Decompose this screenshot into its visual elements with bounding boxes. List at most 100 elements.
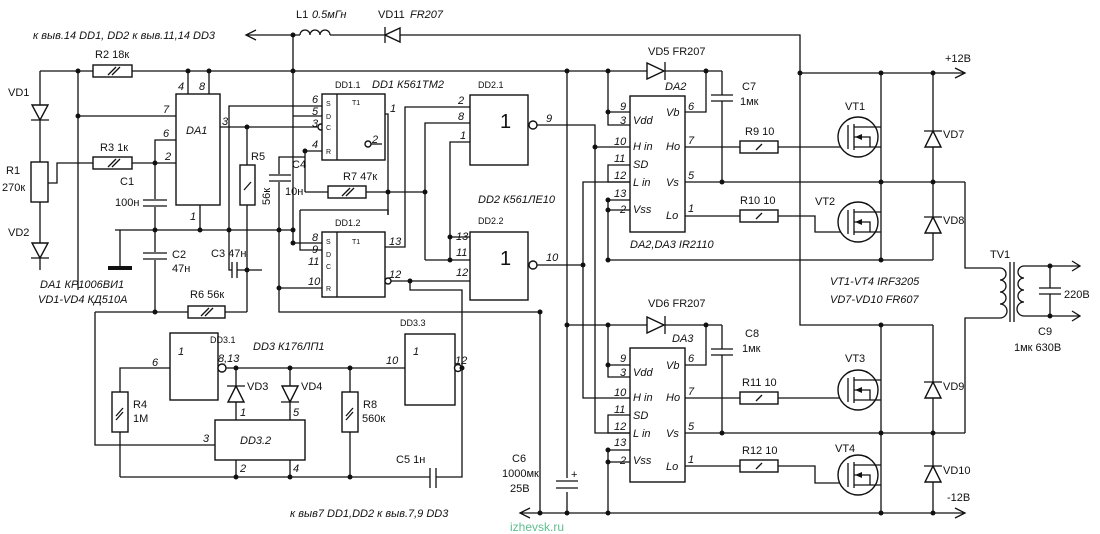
l1-value: 0.5мГн xyxy=(312,9,346,21)
r4-value: 1M xyxy=(133,413,148,425)
vd11-value: FR207 xyxy=(410,9,444,21)
trigger-symbol: T1 xyxy=(352,239,360,246)
svg-text:12: 12 xyxy=(614,421,626,433)
da3-label: DA3 xyxy=(672,333,694,345)
diode-vd8 xyxy=(923,215,943,234)
d-pin-symbol: D xyxy=(326,114,331,121)
c-pin-symbol: C xyxy=(326,125,331,132)
vd4-label: VD4 xyxy=(301,381,322,393)
watermark: izhevsk.ru xyxy=(510,520,564,534)
r4-name: R4 xyxy=(133,399,147,411)
svg-text:H in: H in xyxy=(633,141,653,153)
pin-label: 2 xyxy=(457,95,464,107)
svg-text:Vdd: Vdd xyxy=(633,115,653,127)
r12-label: R12 10 xyxy=(742,445,778,457)
diode-vd7 xyxy=(923,129,943,148)
svg-text:6: 6 xyxy=(688,101,695,113)
capacitor-c9 xyxy=(1039,287,1061,295)
vt3-label: VT3 xyxy=(845,353,865,365)
vd8-label: VD8 xyxy=(943,215,964,227)
c8-name: C8 xyxy=(745,328,759,340)
resistor-r11 xyxy=(739,391,779,405)
svg-text:Vb: Vb xyxy=(666,107,679,119)
pin-label: 11 xyxy=(456,247,467,259)
diode-vd2 xyxy=(30,242,50,260)
l1-name: L1 xyxy=(296,9,308,21)
capacitor-c6 xyxy=(556,480,578,489)
diode-vd1 xyxy=(30,104,50,122)
r10-label: R10 10 xyxy=(740,195,776,207)
r8-value: 560к xyxy=(362,413,385,425)
vt2-label: VT2 xyxy=(815,196,835,208)
r-pin-symbol: R xyxy=(326,149,331,156)
arrow-right-icon xyxy=(954,67,967,79)
c5-label: C5 1н xyxy=(396,454,425,466)
resistor-r4 xyxy=(111,391,129,433)
resistor-r12 xyxy=(739,459,779,473)
svg-text:10: 10 xyxy=(614,136,627,148)
dd2-2-label: DD2.2 xyxy=(478,216,504,226)
pin-label: 1 xyxy=(390,103,396,115)
vt1-label: VT1 xyxy=(845,101,865,113)
ic-da2 xyxy=(629,95,686,233)
pin-label: 8,13 xyxy=(218,353,240,365)
c-pin-symbol: C xyxy=(326,264,331,271)
s-pin-symbol: S xyxy=(326,239,331,246)
ic-da3 xyxy=(629,347,686,483)
gate-dd3-1 xyxy=(169,332,219,401)
pin-label: 9 xyxy=(546,113,552,125)
c8-value: 1мк xyxy=(742,343,761,355)
svg-text:Vss: Vss xyxy=(633,204,652,216)
pin-label: 4 xyxy=(312,139,318,151)
minus12-label: -12В xyxy=(947,492,970,504)
resistor-r10 xyxy=(739,209,779,223)
c6-voltage: 25В xyxy=(510,483,530,495)
c2-value: 47н xyxy=(172,263,190,275)
capacitor-c7 xyxy=(711,94,733,102)
diode-vd3 xyxy=(226,384,246,403)
gate-dd2-1 xyxy=(469,94,529,166)
top-feed-note: к выв.14 DD1, DD2 к выв.11,14 DD3 xyxy=(33,30,216,42)
svg-text:9: 9 xyxy=(620,353,626,365)
gate-symbol: 1 xyxy=(500,248,511,270)
arrow-right-icon xyxy=(1071,260,1082,322)
resistor-r5 xyxy=(239,164,256,206)
trigger-dd1-1 xyxy=(321,93,386,161)
trigger-symbol: T1 xyxy=(352,100,360,107)
r3-label: R3 1к xyxy=(100,142,128,154)
pin-label: 10 xyxy=(308,276,321,288)
vd2-label: VD2 xyxy=(8,227,29,239)
dd3-note: DD3 К176ЛП1 xyxy=(253,341,325,353)
svg-text:Vb: Vb xyxy=(666,360,679,372)
dd1-1-label: DD1.1 xyxy=(335,80,361,90)
mosfet-vt1 xyxy=(837,116,881,158)
c7-value: 1мк xyxy=(740,96,759,108)
vt-note: VT1-VT4 IRF3205 xyxy=(830,276,920,288)
dd1-note: DD1 К561ТМ2 xyxy=(372,79,444,91)
pin-label: 1 xyxy=(190,211,196,223)
da1-label: DA1 xyxy=(186,125,207,137)
pin-label: 4 xyxy=(293,463,299,475)
vd9-label: VD9 xyxy=(943,381,964,393)
pin-label: 7 xyxy=(163,104,170,116)
pin-label: 6 xyxy=(163,128,170,140)
vd-note: VD1-VD4 КД510А xyxy=(38,294,127,306)
capacitor-c4 xyxy=(268,174,292,182)
pin-label: 6 xyxy=(152,357,159,369)
capacitor-c8 xyxy=(711,348,733,356)
svg-text:Vss: Vss xyxy=(633,455,652,467)
r1-name: R1 xyxy=(6,165,20,177)
svg-text:Ho: Ho xyxy=(666,141,680,153)
svg-text:Lo: Lo xyxy=(666,461,678,473)
plus12-label: +12В xyxy=(945,53,971,65)
svg-text:1: 1 xyxy=(688,203,694,215)
svg-text:5: 5 xyxy=(688,421,695,433)
pin-label: 13 xyxy=(389,236,402,248)
trigger-dd1-2 xyxy=(321,231,386,298)
pin-label: 5 xyxy=(293,407,300,419)
pin-label: 9 xyxy=(312,244,318,256)
gate-symbol: 1 xyxy=(178,346,184,358)
